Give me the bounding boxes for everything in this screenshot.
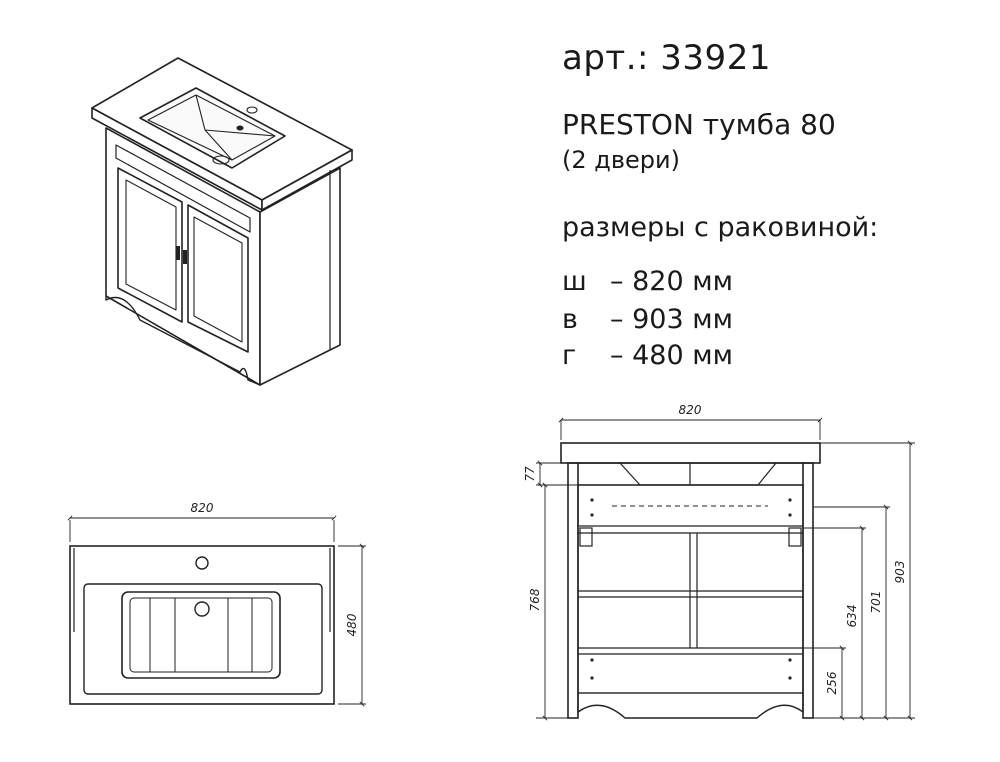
height-256-label: 256 bbox=[825, 671, 839, 694]
height-634-label: 634 bbox=[845, 605, 859, 628]
product-title: PRESTON тумба 80 bbox=[562, 108, 836, 141]
dimension-height: в – 903 мм bbox=[562, 304, 733, 335]
dimension-key: ш bbox=[562, 266, 587, 297]
basin bbox=[139, 87, 286, 169]
height-903-label: 903 bbox=[893, 561, 907, 584]
dimension-value: – 903 мм bbox=[610, 304, 733, 335]
front-countertop bbox=[560, 442, 821, 464]
left-door bbox=[117, 167, 183, 323]
dimension-depth: г – 480 мм bbox=[562, 340, 733, 371]
dimension-width: ш – 820 мм bbox=[562, 266, 733, 297]
handle-icon bbox=[183, 250, 187, 264]
dimension-value: – 480 мм bbox=[610, 340, 733, 371]
basin-rim-label: 77 bbox=[523, 466, 537, 482]
hinge-icon bbox=[788, 527, 802, 547]
top-view-outline bbox=[69, 545, 335, 705]
handle-icon bbox=[176, 246, 180, 260]
dimension-key: г bbox=[562, 340, 577, 371]
top-depth-label: 480 bbox=[345, 613, 359, 636]
hinge-icon bbox=[579, 527, 593, 547]
dimensions-heading: размеры с раковиной: bbox=[562, 212, 879, 243]
body-height-label: 768 bbox=[528, 588, 542, 611]
dimension-value: – 820 мм bbox=[610, 266, 733, 297]
isometric-view bbox=[91, 57, 353, 386]
article-number: арт.: 33921 bbox=[562, 38, 771, 78]
top-width-label: 820 bbox=[191, 501, 214, 515]
top-view bbox=[67, 515, 366, 707]
front-view bbox=[536, 417, 915, 721]
faucet-hole bbox=[246, 106, 258, 114]
front-width-label: 820 bbox=[679, 403, 702, 417]
right-door bbox=[187, 204, 249, 353]
dimension-key: в bbox=[562, 304, 578, 335]
faucet-hole bbox=[195, 556, 209, 570]
drain-hole bbox=[194, 601, 210, 617]
doors-note: (2 двери) bbox=[562, 146, 680, 174]
height-701-label: 701 bbox=[869, 591, 883, 614]
top-view-basin bbox=[121, 591, 281, 679]
